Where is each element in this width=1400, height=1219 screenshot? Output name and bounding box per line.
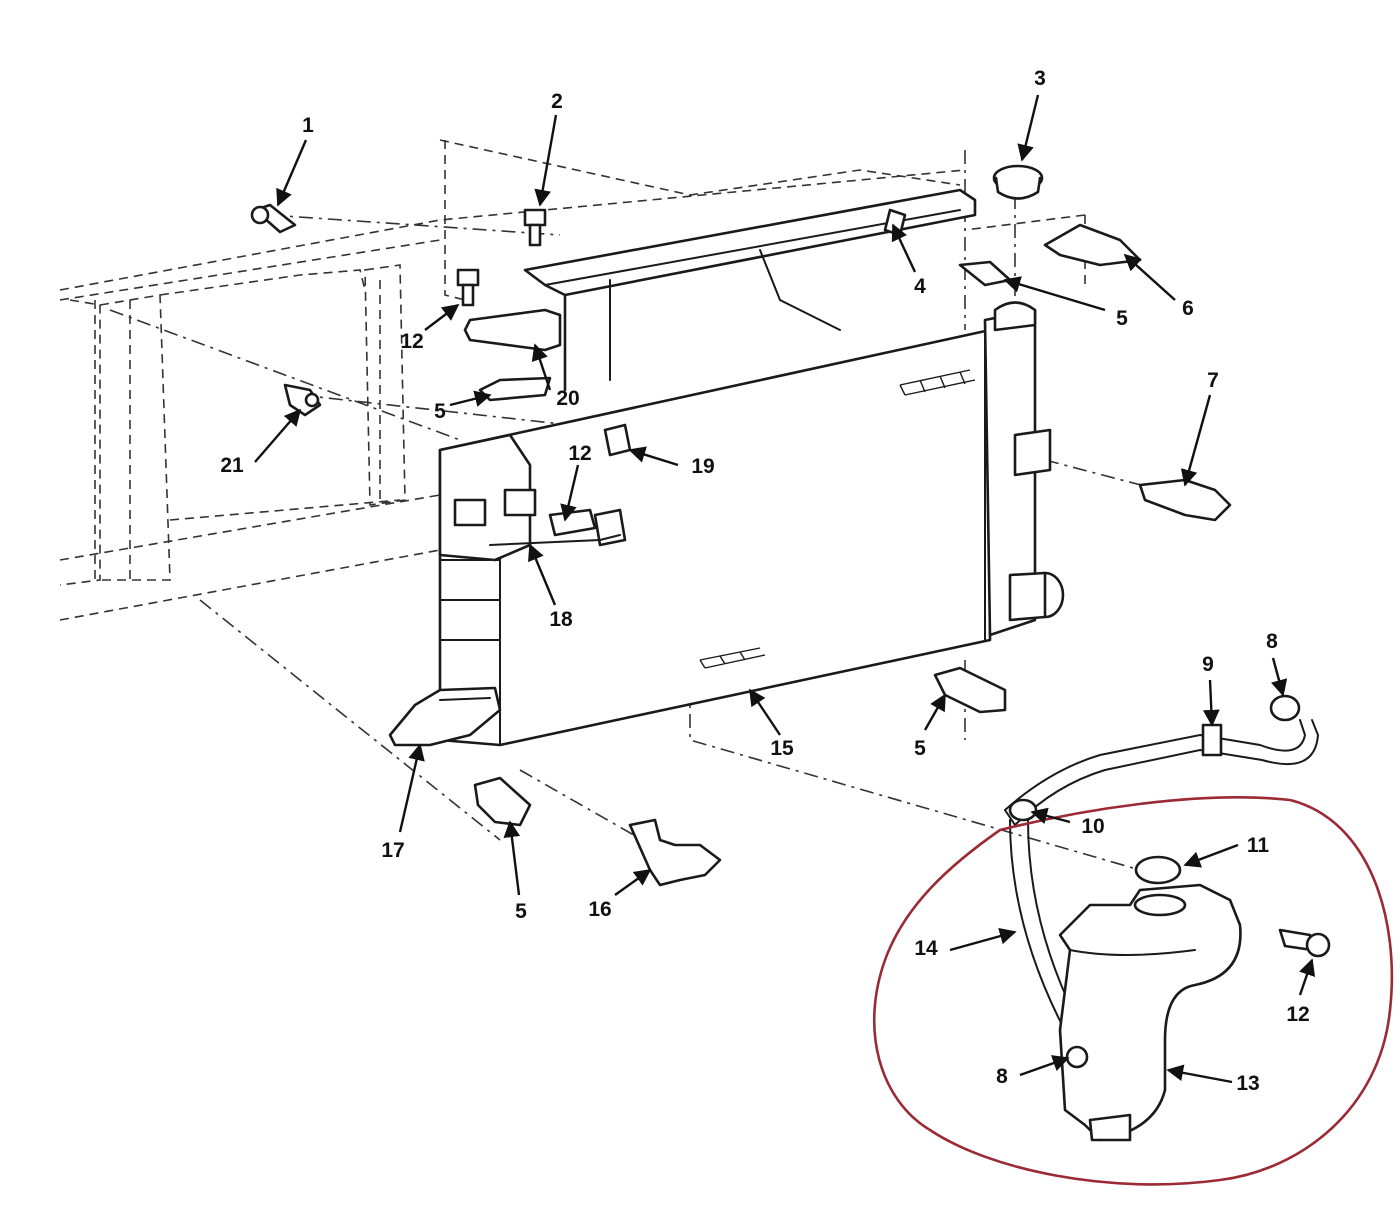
radiator [438,301,1065,747]
callout-10: 10 [1081,815,1104,838]
cap-11 [1134,855,1182,885]
callout-15: 15 [770,737,794,760]
callout-5: 5 [914,737,926,760]
callout-20: 20 [556,387,579,410]
callout-12: 12 [568,442,591,465]
callout-8: 8 [996,1065,1008,1088]
callout-11: 11 [1247,834,1270,857]
callout-18: 18 [549,608,573,631]
coolant-reservoir [1058,883,1242,1142]
callout-5: 5 [1116,307,1128,330]
clamp-8-reservoir [1065,1045,1089,1069]
callout-5: 5 [434,400,446,423]
callout-19: 19 [691,455,714,478]
callout-3: 3 [1034,67,1046,90]
callout-1: 1 [302,114,314,137]
callout-12: 12 [400,330,423,353]
leader-lines [254,94,1316,1084]
callout-21: 21 [220,454,244,477]
bolt-1 [250,203,297,234]
callout-14: 14 [914,937,938,960]
clip-19 [603,423,632,457]
callout-4: 4 [914,275,926,298]
bolt-16 [628,818,722,887]
insulator-6 [1043,223,1142,267]
bracket-18 [489,534,621,546]
callout-16: 16 [588,898,611,921]
insulator-20 [463,308,562,352]
highlight-loop [873,796,1394,1186]
cap-3 [992,164,1044,200]
callout-7: 7 [1207,369,1219,392]
callout-17: 17 [381,839,404,862]
callouts: 1 2 3 4 5 5 5 5 6 7 8 8 9 10 11 12 12 12… [220,67,1309,1095]
pin-21 [283,383,322,417]
callout-9: 9 [1202,653,1214,676]
bolt-12-reservoir [1278,928,1331,958]
bolt-12-upper [456,268,480,307]
callout-12: 12 [1286,1003,1309,1026]
lower-bracket [388,686,502,747]
callout-6: 6 [1182,297,1194,320]
upper-support-bar [523,188,977,392]
callout-2: 2 [551,90,563,113]
callout-8: 8 [1266,630,1278,653]
insulator-5-bottom [473,776,532,827]
callout-5: 5 [515,900,527,923]
bolt-2 [523,208,547,247]
insulator-5-left [478,376,552,402]
callout-13: 13 [1236,1072,1259,1095]
drain-valve-7 [1138,478,1232,522]
insulator-5-right [933,666,1007,714]
insulator-5-top [958,260,1012,287]
